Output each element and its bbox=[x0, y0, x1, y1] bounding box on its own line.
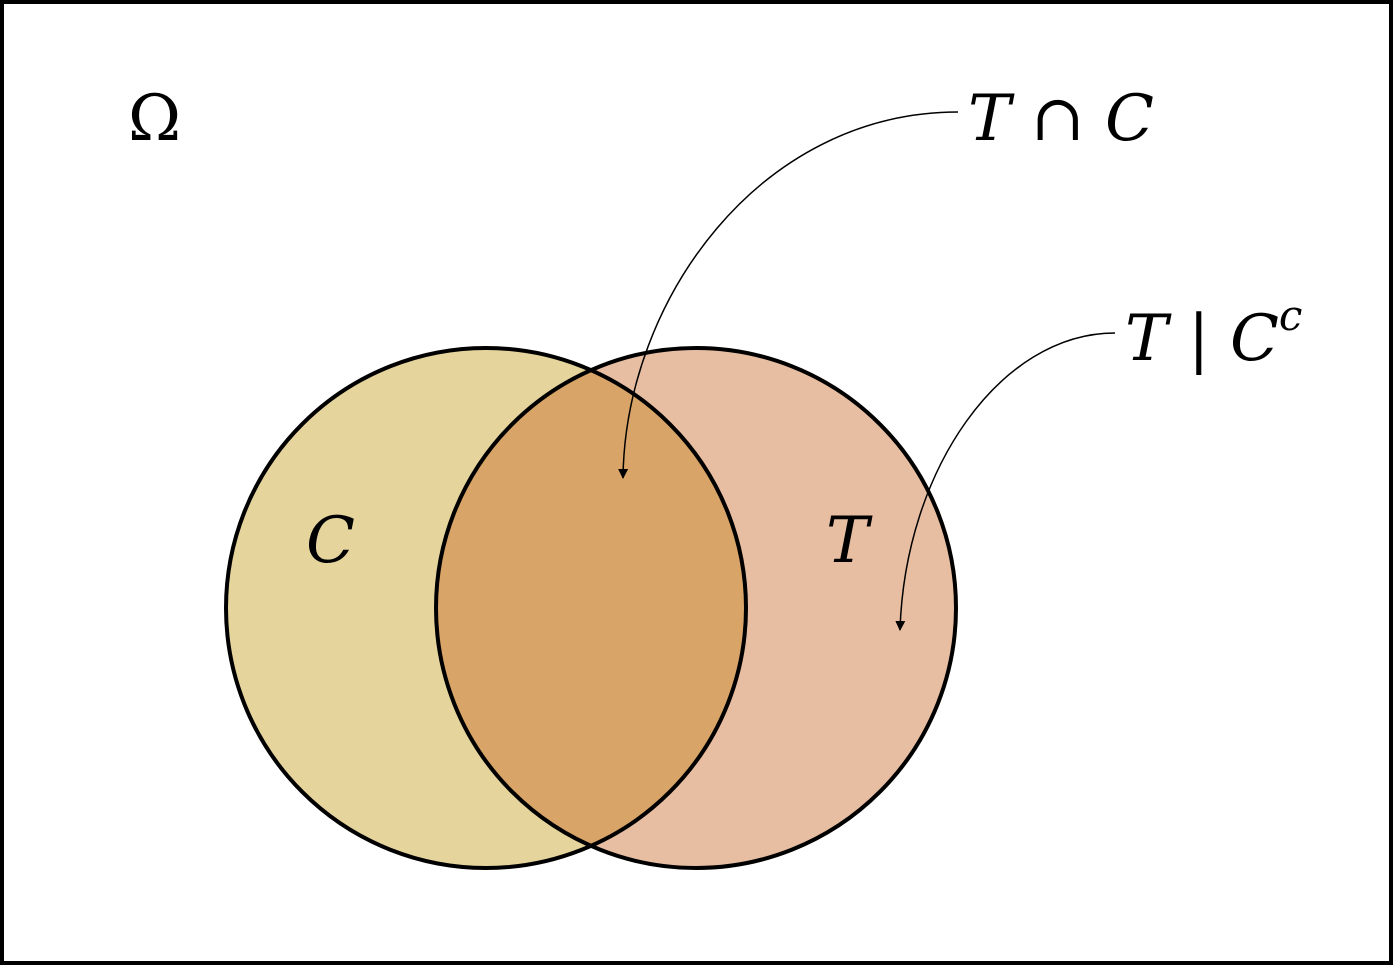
set-t-label: T bbox=[826, 504, 873, 578]
universe-label: Ω bbox=[128, 82, 181, 156]
set-c-label: C bbox=[306, 504, 355, 578]
intersection-arrow bbox=[618, 111, 959, 479]
t-given-c-complement-annotation: T | Cc bbox=[1125, 291, 1302, 376]
annotation-main: T | C bbox=[1125, 302, 1279, 376]
annotation-superscript: c bbox=[1279, 291, 1303, 340]
intersection-region bbox=[436, 348, 746, 868]
set-t-outline bbox=[434, 346, 958, 870]
intersection-annotation: T ∩ C bbox=[968, 82, 1154, 156]
t-given-c-complement-arrow bbox=[895, 332, 1116, 631]
set-c-outline bbox=[224, 346, 748, 870]
